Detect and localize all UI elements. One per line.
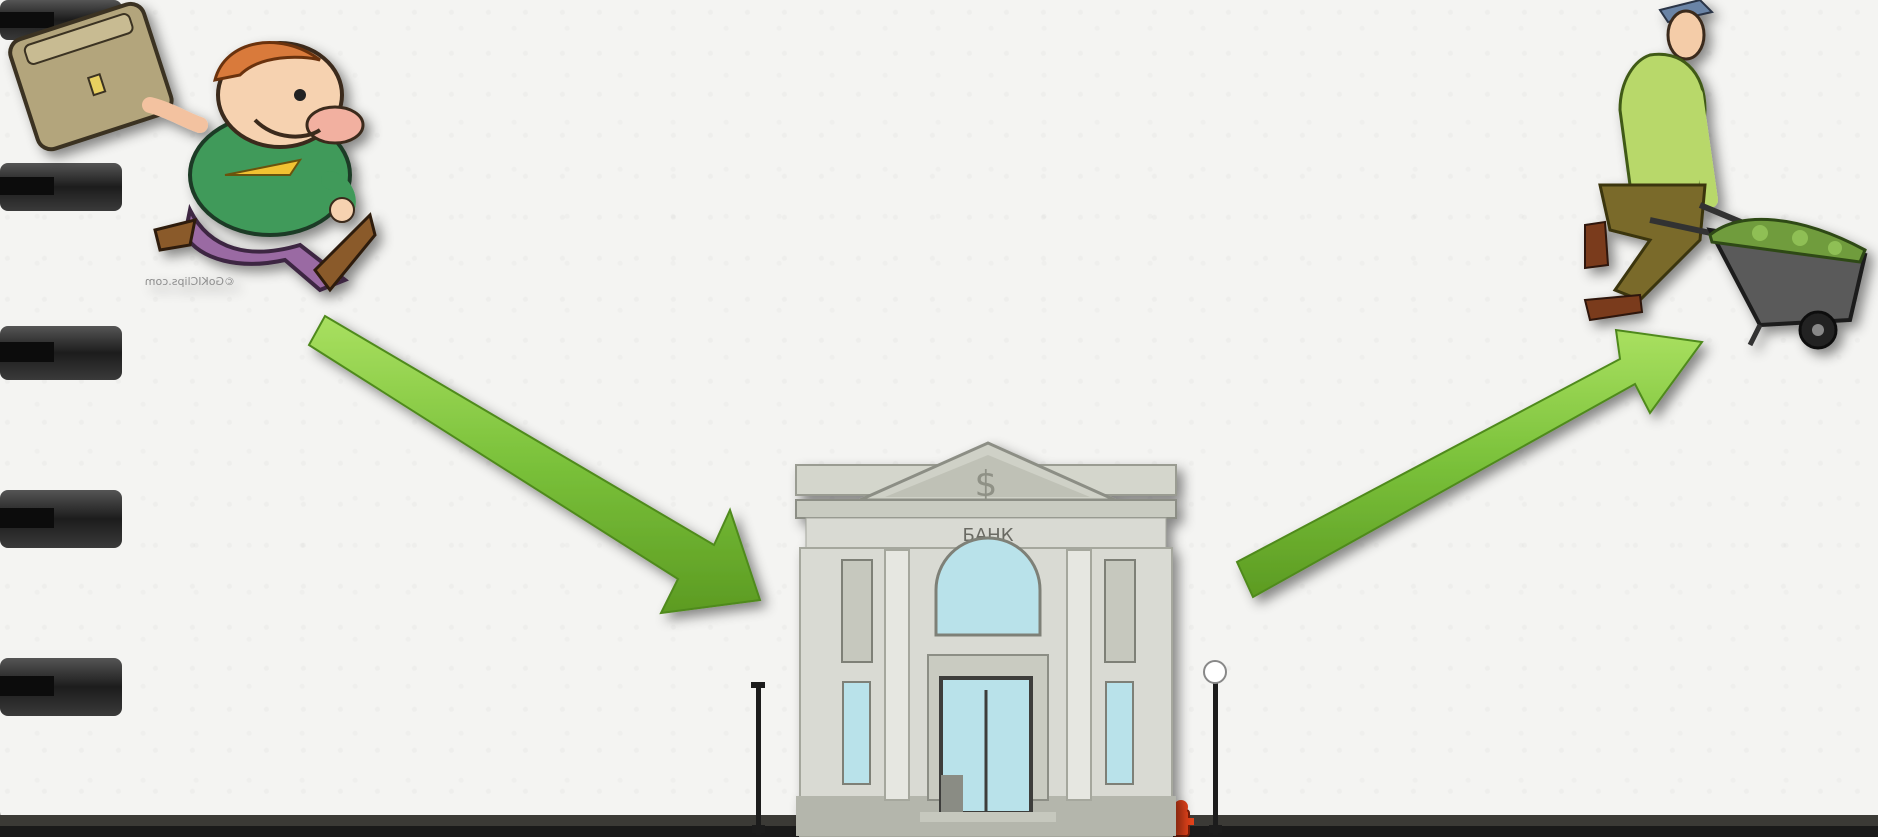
bank-building: $ БАНК bbox=[796, 443, 1176, 836]
arrow-from-bank bbox=[1237, 330, 1702, 597]
running-man-with-briefcase: ©GoKIClips.com bbox=[7, 0, 375, 290]
street-lamp-left bbox=[751, 682, 765, 835]
arrow-to-bank bbox=[309, 316, 760, 613]
watermark-text: ©GoKIClips.com bbox=[145, 275, 235, 288]
dollar-icon: $ bbox=[975, 464, 998, 505]
man-with-wheelbarrow-of-money bbox=[1585, 0, 1865, 348]
street-lamp-right bbox=[1204, 661, 1226, 835]
